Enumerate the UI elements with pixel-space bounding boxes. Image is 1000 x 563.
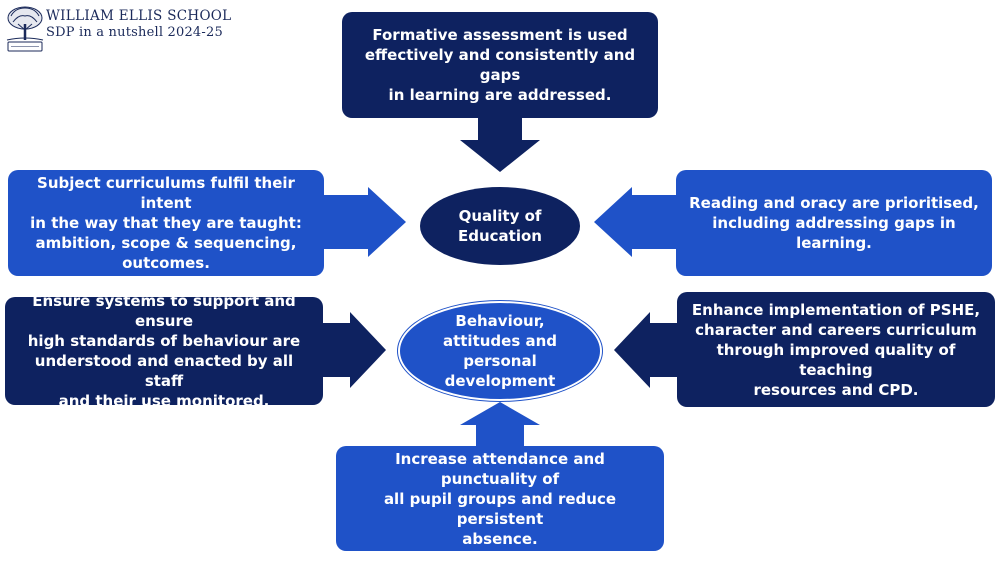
box-right-upper-reading-oracy: Reading and oracy are prioritised, inclu… <box>676 170 992 276</box>
arrow-right-lower <box>322 312 386 388</box>
box-right-lower-pshe: Enhance implementation of PSHE, characte… <box>677 292 995 407</box>
arrow-up-bottom <box>460 402 540 448</box>
school-name: WILLIAM ELLIS SCHOOL <box>46 8 232 24</box>
box-top-formative-assessment: Formative assessment is used effectively… <box>342 12 658 118</box>
school-logo-icon <box>6 6 44 52</box>
page-subtitle: SDP in a nutshell 2024-25 <box>46 25 223 40</box>
box-left-lower-behaviour-systems: Ensure systems to support and ensure hig… <box>5 292 323 410</box>
arrow-down-top <box>460 118 540 172</box>
box-left-upper-curriculum: Subject curriculums fulfil their intent … <box>8 170 324 276</box>
arrow-right-upper <box>322 187 406 257</box>
arrow-left-lower <box>614 312 678 388</box>
center-behaviour-attitudes: Behaviour, attitudes and personal develo… <box>398 301 602 401</box>
box-bottom-attendance: Increase attendance and punctuality of a… <box>336 446 664 551</box>
arrow-left-upper <box>594 187 678 257</box>
center-quality-of-education: Quality of Education <box>420 187 580 265</box>
